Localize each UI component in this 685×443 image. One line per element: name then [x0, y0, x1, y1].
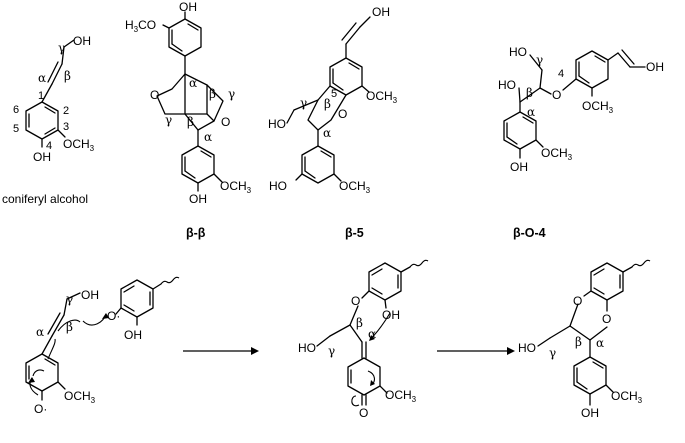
ho-label: HO — [518, 341, 536, 355]
gamma-label: γ — [549, 346, 556, 360]
ho-label: HO — [268, 117, 286, 131]
radical-o-label: O· — [107, 309, 120, 323]
reaction-arrow-2 — [437, 347, 515, 355]
och3-label: OCH3 — [366, 89, 398, 105]
o-label: O — [150, 88, 159, 102]
oh-label: OH — [372, 5, 390, 19]
beta-beta-caption: β-β — [186, 226, 206, 240]
o-label: O — [602, 312, 611, 326]
ring-number-1: 1 — [38, 90, 44, 102]
beta-label: β — [356, 316, 363, 330]
gamma-label: γ — [228, 87, 235, 101]
alpha-label: α — [596, 336, 604, 350]
wavy-line-icon — [409, 259, 429, 268]
oh-label: OH — [581, 406, 599, 420]
ho-label: HO — [509, 45, 527, 59]
oh-label: OH — [73, 34, 91, 48]
o-label: O — [221, 115, 230, 129]
o-label: O — [552, 88, 561, 102]
ho-label: HO — [269, 179, 287, 193]
radical-o-label: O· — [34, 402, 47, 416]
alpha-label: α — [368, 327, 376, 341]
coniferyl-alcohol-caption: coniferyl alcohol — [2, 192, 88, 206]
oh-label: OH — [33, 150, 51, 164]
gamma-label: γ — [536, 53, 543, 67]
ring-number-3: 3 — [63, 121, 69, 133]
quinone-methide-structure — [316, 262, 411, 406]
alpha-label: α — [323, 126, 331, 140]
ring-number-5: 5 — [331, 88, 337, 100]
alpha-label: α — [189, 76, 197, 90]
och3-label: OCH3 — [63, 137, 95, 153]
beta-label: β — [66, 320, 73, 334]
och3-label: OCH3 — [541, 146, 573, 162]
beta-label: β — [64, 69, 71, 83]
ho-label: HO — [298, 341, 316, 355]
och3-label: OCH3 — [220, 179, 252, 195]
beta-o-4-structure — [503, 49, 646, 159]
oh-label: OH — [382, 308, 400, 322]
coniferyl-alcohol-structure — [25, 39, 75, 148]
curved-arrow-icon — [28, 313, 109, 396]
oh-label: OH — [81, 288, 99, 302]
gamma-label: γ — [165, 113, 172, 127]
o-label: O — [351, 294, 360, 308]
alpha-label: α — [527, 105, 535, 119]
alpha-label: α — [38, 71, 46, 85]
ring-number-5: 5 — [13, 123, 19, 135]
beta-5-caption: β-5 — [345, 226, 364, 240]
beta-o-4-caption: β-O-4 — [513, 226, 546, 240]
och3-label: OCH3 — [582, 99, 614, 115]
oh-label: OH — [646, 60, 664, 74]
oh-label: OH — [179, 0, 197, 14]
beta-5-structure — [286, 16, 371, 184]
oh-label: OH — [189, 192, 207, 206]
wavy-line-icon — [160, 276, 180, 285]
alpha-label: α — [36, 325, 44, 339]
beta-label: β — [526, 86, 533, 100]
beta-label: β — [324, 97, 331, 111]
ring-number-4: 4 — [46, 140, 52, 152]
o-label: O — [338, 107, 347, 121]
och3-label: OCH3 — [64, 389, 96, 405]
gamma-label: γ — [66, 292, 73, 306]
ring-number-4: 4 — [558, 68, 564, 80]
curved-arrow-icon — [351, 312, 391, 407]
alpha-label: α — [204, 130, 212, 144]
och3-label: OCH3 — [611, 389, 643, 405]
radical-pair-structure — [25, 279, 162, 401]
wavy-line-icon — [631, 259, 651, 268]
beta-beta-structure — [156, 11, 224, 192]
ring-number-2: 2 — [63, 105, 69, 117]
gamma-label: γ — [58, 41, 65, 55]
reaction-arrow-1 — [183, 347, 259, 355]
beta-label: β — [575, 335, 582, 349]
gamma-label: γ — [328, 344, 335, 358]
benzodioxane-structure — [537, 262, 633, 406]
oh-label: OH — [510, 160, 528, 174]
o-label: O — [573, 294, 582, 308]
oh-label: OH — [124, 328, 142, 342]
och3-label: OCH3 — [339, 179, 371, 195]
gamma-label: γ — [300, 96, 307, 110]
carbonyl-o-label: O — [359, 406, 368, 420]
beta-label: β — [209, 87, 216, 101]
beta-label: β — [187, 115, 194, 129]
ring-number-6: 6 — [13, 104, 19, 116]
h3co-label: H3CO — [125, 18, 156, 34]
ho-label: HO — [498, 78, 516, 92]
och3-label: OCH3 — [385, 388, 417, 404]
